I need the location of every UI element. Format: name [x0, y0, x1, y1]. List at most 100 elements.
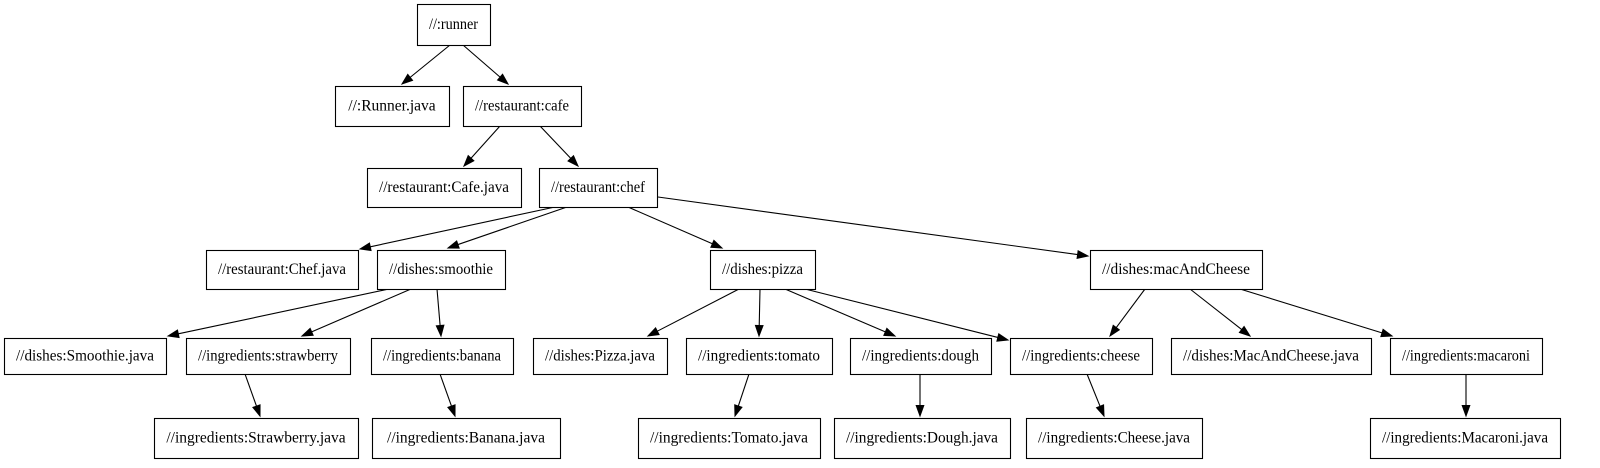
node-box	[1170, 337, 1373, 376]
node-label: //dishes:pizza	[722, 261, 803, 278]
edge-arrowhead-icon	[1380, 328, 1394, 338]
graph-edge	[657, 196, 1090, 259]
edge-line	[758, 288, 761, 326]
graph-node-restaurant_cafe_java[interactable]: //restaurant:Cafe.java	[366, 167, 523, 209]
graph-node-dishes_pizza[interactable]: //dishes:pizza	[709, 249, 817, 291]
graph-node-runner[interactable]: //:runner	[416, 3, 492, 47]
graph-edge	[358, 206, 556, 252]
edge-line	[439, 373, 452, 407]
edge-line	[462, 44, 501, 78]
graph-edge	[784, 288, 897, 337]
node-box	[538, 167, 659, 209]
graph-node-runner_java[interactable]: //:Runner.java	[334, 85, 451, 128]
graph-node-dishes_macandcheese[interactable]: //dishes:macAndCheese	[1089, 249, 1264, 291]
graph-edge	[435, 288, 445, 338]
graph-node-restaurant_chef[interactable]: //restaurant:chef	[538, 167, 659, 209]
edge-line	[244, 373, 257, 407]
graph-node-ing_macaroni_java[interactable]: //ingredients:Macaroni.java	[1369, 417, 1562, 460]
edge-layer	[166, 44, 1471, 418]
graph-edge	[446, 206, 568, 249]
node-label: //:Runner.java	[348, 98, 436, 115]
edge-arrowhead-icon	[358, 242, 372, 252]
edge-arrowhead-icon	[446, 240, 460, 249]
graph-edge	[1109, 288, 1146, 338]
node-label: //dishes:Pizza.java	[545, 348, 655, 365]
node-box	[685, 337, 834, 376]
node-label: //restaurant:cafe	[475, 98, 569, 115]
graph-node-ing_strawberry_java[interactable]: //ingredients:Strawberry.java	[153, 417, 360, 460]
edge-arrowhead-icon	[915, 405, 925, 418]
edge-arrowhead-icon	[996, 332, 1010, 342]
graph-node-ing_cheese_java[interactable]: //ingredients:Cheese.java	[1025, 417, 1204, 460]
node-label: //ingredients:Banana.java	[387, 430, 545, 447]
edge-line	[1115, 288, 1146, 328]
edge-line	[370, 206, 556, 248]
edge-arrowhead-icon	[734, 404, 743, 418]
graph-edge	[754, 288, 764, 338]
edge-arrowhead-icon	[754, 324, 764, 338]
node-box	[416, 3, 492, 47]
graph-node-ing_tomato[interactable]: //ingredients:tomato	[685, 337, 834, 376]
node-box	[709, 249, 817, 291]
graph-node-dishes_smoothie[interactable]: //dishes:smoothie	[376, 249, 507, 291]
node-box	[205, 249, 360, 291]
graph-edge	[462, 44, 510, 85]
graph-edge	[734, 373, 750, 418]
edge-line	[470, 125, 501, 159]
edge-line	[539, 125, 572, 159]
edge-arrowhead-icon	[883, 327, 897, 337]
edge-arrowhead-icon	[463, 154, 475, 168]
graph-node-restaurant_cafe[interactable]: //restaurant:cafe	[462, 85, 583, 128]
edge-line	[804, 288, 998, 338]
edge-arrowhead-icon	[496, 73, 510, 85]
node-label: //ingredients:Dough.java	[846, 430, 998, 447]
node-box	[833, 417, 1012, 460]
node-box	[1089, 249, 1264, 291]
graph-edge	[539, 125, 580, 168]
edge-arrowhead-icon	[1076, 250, 1090, 259]
edge-arrowhead-icon	[710, 239, 724, 249]
node-box	[637, 417, 822, 460]
node-box	[532, 337, 669, 376]
graph-node-dishes_pizza_java[interactable]: //dishes:Pizza.java	[532, 337, 669, 376]
edge-line	[737, 373, 750, 407]
node-label: //restaurant:chef	[551, 179, 646, 196]
graph-node-ing_cheese[interactable]: //ingredients:cheese	[1009, 337, 1154, 376]
graph-node-ing_banana_java[interactable]: //ingredients:Banana.java	[371, 417, 562, 460]
edge-line	[657, 288, 740, 332]
graph-edge	[804, 288, 1010, 342]
node-label: //restaurant:Cafe.java	[379, 179, 509, 196]
edge-arrowhead-icon	[435, 324, 445, 338]
edge-arrowhead-icon	[646, 326, 660, 337]
graph-node-ing_macaroni[interactable]: //ingredients:macaroni	[1389, 337, 1544, 376]
graph-node-restaurant_chef_java[interactable]: //restaurant:Chef.java	[205, 249, 360, 291]
graph-edge	[915, 374, 925, 418]
edge-arrowhead-icon	[300, 327, 314, 337]
graph-node-ing_dough[interactable]: //ingredients:dough	[849, 337, 993, 376]
node-box	[334, 85, 451, 128]
edge-arrowhead-icon	[1109, 324, 1121, 338]
node-box	[3, 337, 168, 376]
edge-arrowhead-icon	[1238, 325, 1252, 337]
node-label: //ingredients:Tomato.java	[650, 430, 808, 447]
edge-arrowhead-icon	[567, 154, 580, 168]
node-label: //ingredients:macaroni	[1402, 348, 1531, 365]
graph-edge	[1461, 374, 1471, 418]
graph-node-dishes_mac_java[interactable]: //dishes:MacAndCheese.java	[1170, 337, 1373, 376]
edge-arrowhead-icon	[400, 73, 414, 85]
graph-node-ing_dough_java[interactable]: //ingredients:Dough.java	[833, 417, 1012, 460]
graph-node-dishes_smoothie_java[interactable]: //dishes:Smoothie.java	[3, 337, 168, 376]
node-box	[1009, 337, 1154, 376]
node-box	[1389, 337, 1544, 376]
node-box	[153, 417, 360, 460]
node-box	[185, 337, 352, 376]
node-label: //ingredients:dough	[862, 348, 979, 365]
edge-arrowhead-icon	[1095, 404, 1105, 418]
graph-node-ing_strawberry[interactable]: //ingredients:strawberry	[185, 337, 352, 376]
graph-edge	[1239, 288, 1394, 338]
graph-node-ing_tomato_java[interactable]: //ingredients:Tomato.java	[637, 417, 822, 460]
graph-node-ing_banana[interactable]: //ingredients:banana	[370, 337, 515, 376]
node-label: //ingredients:strawberry	[198, 348, 338, 365]
